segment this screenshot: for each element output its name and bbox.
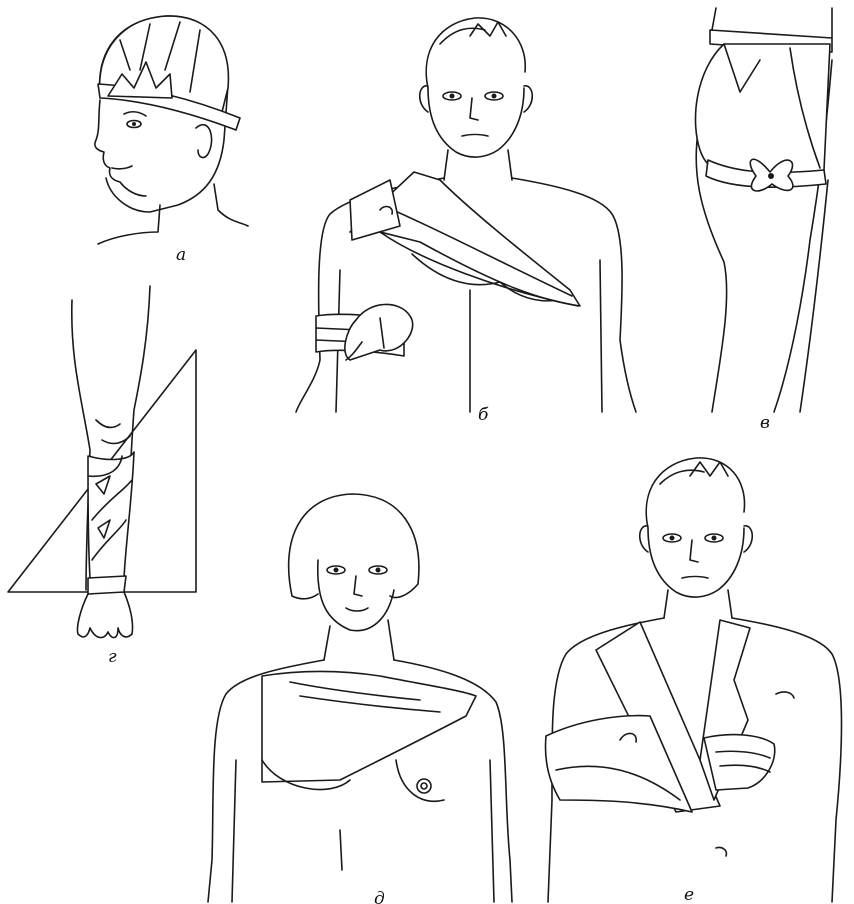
wrist-band	[88, 576, 126, 594]
ears	[420, 86, 533, 112]
panel-b-shoulder-bandage: б	[296, 18, 636, 425]
neck	[324, 620, 394, 660]
ears	[640, 526, 753, 552]
hand	[77, 592, 132, 638]
panel-label-a: а	[176, 245, 186, 265]
breast-bandage	[262, 672, 476, 783]
panel-v-hip-bandage: в	[695, 8, 832, 433]
panel-label-e: е	[684, 885, 694, 904]
hip-bandage-body	[695, 44, 830, 180]
panel-label-g: г	[108, 647, 117, 667]
hair	[426, 18, 525, 88]
neck	[664, 590, 732, 618]
face-outline	[318, 560, 394, 631]
eyebrow	[124, 112, 146, 116]
panel-e-arm-sling: е	[546, 458, 842, 904]
elbow-folds	[96, 420, 130, 443]
panel-d-breast-bandage: д	[208, 494, 512, 904]
panel-label-b: б	[478, 405, 489, 425]
hand	[704, 735, 775, 790]
nipple	[417, 779, 431, 793]
face-outline	[428, 88, 524, 157]
neck	[444, 150, 512, 180]
panel-label-d: д	[374, 889, 385, 904]
mouth	[112, 166, 132, 169]
face-profile	[95, 100, 146, 196]
panel-label-v: в	[760, 413, 770, 433]
panel-g-forearm-bandage: г	[8, 286, 196, 667]
panel-a-head-bandage: а	[95, 16, 248, 265]
ear	[196, 125, 212, 158]
neck-shoulders	[98, 184, 248, 244]
hair	[646, 458, 744, 528]
hair	[289, 494, 419, 599]
